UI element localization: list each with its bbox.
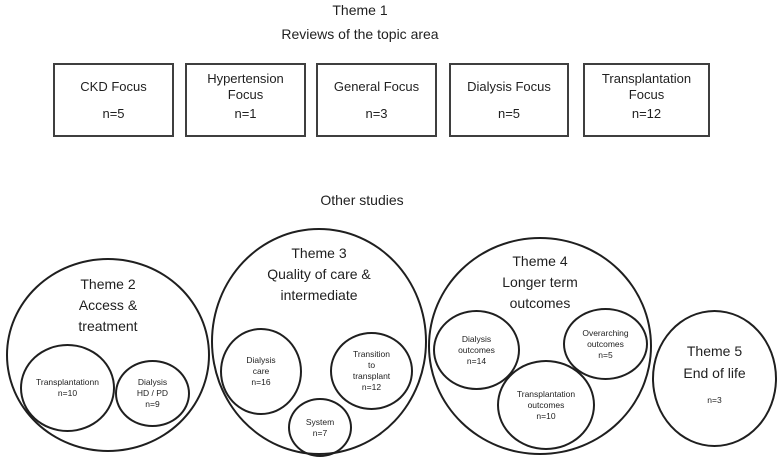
subcircle-text: Transplantation outcomes n=10 [516,388,576,421]
review-box-general: General Focus n=3 [316,63,437,137]
theme4-circle: Theme 4 Longer term outcomes [428,237,652,455]
review-box-label: Hypertension Focus [207,71,284,102]
other-studies-label: Other studies [320,192,404,208]
theme2-dialysis-subcircle: Dialysis HD / PD n=9 [115,360,190,427]
theme2-transplantation-subcircle: Transplantationn n=10 [20,344,115,432]
theme3-transition-subcircle: Transition to transplant n=12 [330,332,413,410]
theme3-title: Theme 3 Quality of care & intermediate [267,245,371,303]
subcircle-text: Dialysis care n=16 [246,355,276,387]
theme3-system-subcircle: System n=7 [288,398,352,457]
subcircle-text: Overarching outcomes n=5 [582,327,629,360]
review-box-count: n=3 [365,106,388,121]
subcircle-text: Dialysis outcomes n=14 [458,333,495,366]
review-box-label: General Focus [333,79,420,94]
theme3-circle: Theme 3 Quality of care & intermediate [211,228,427,455]
theme1-subtitle: Reviews of the topic area [281,26,439,42]
theme4-dialysis-outcomes-subcircle: Dialysis outcomes n=14 [433,310,520,390]
review-box-label: Transplantation Focus [601,71,692,102]
theme2-title: Theme 2 Access & treatment [78,276,138,334]
review-box-ckd: CKD Focus n=5 [53,63,174,137]
subcircle-text: Transplantationn n=10 [35,377,99,398]
review-box-count: n=5 [102,106,125,121]
theme5-count: n=3 [707,395,722,405]
review-box-dialysis: Dialysis Focus n=5 [449,63,569,137]
subcircle-text: System n=7 [305,416,335,438]
theme1-title: Theme 1 [332,2,388,18]
theme5-title: Theme 5 End of life n=3 [654,340,775,405]
theme4-transplantation-outcomes-subcircle: Transplantation outcomes n=10 [497,360,595,450]
review-box-label: Dialysis Focus [467,79,551,94]
subcircle-text: Transition to transplant n=12 [352,349,391,392]
review-box-count: n=1 [234,106,257,121]
review-box-transplantation: Transplantation Focus n=12 [583,63,710,137]
subcircle-text: Dialysis HD / PD n=9 [136,377,169,409]
theme3-dialysis-care-subcircle: Dialysis care n=16 [220,328,302,415]
review-box-hypertension: Hypertension Focus n=1 [185,63,306,137]
review-box-label: CKD Focus [80,79,147,94]
theme2-circle: Theme 2 Access & treatment [6,258,210,452]
review-box-count: n=12 [631,106,662,121]
theme5-circle: Theme 5 End of life n=3 [652,310,777,447]
theme4-overarching-subcircle: Overarching outcomes n=5 [563,308,648,380]
review-box-count: n=5 [497,106,521,121]
theme4-title: Theme 4 Longer term outcomes [502,253,578,311]
